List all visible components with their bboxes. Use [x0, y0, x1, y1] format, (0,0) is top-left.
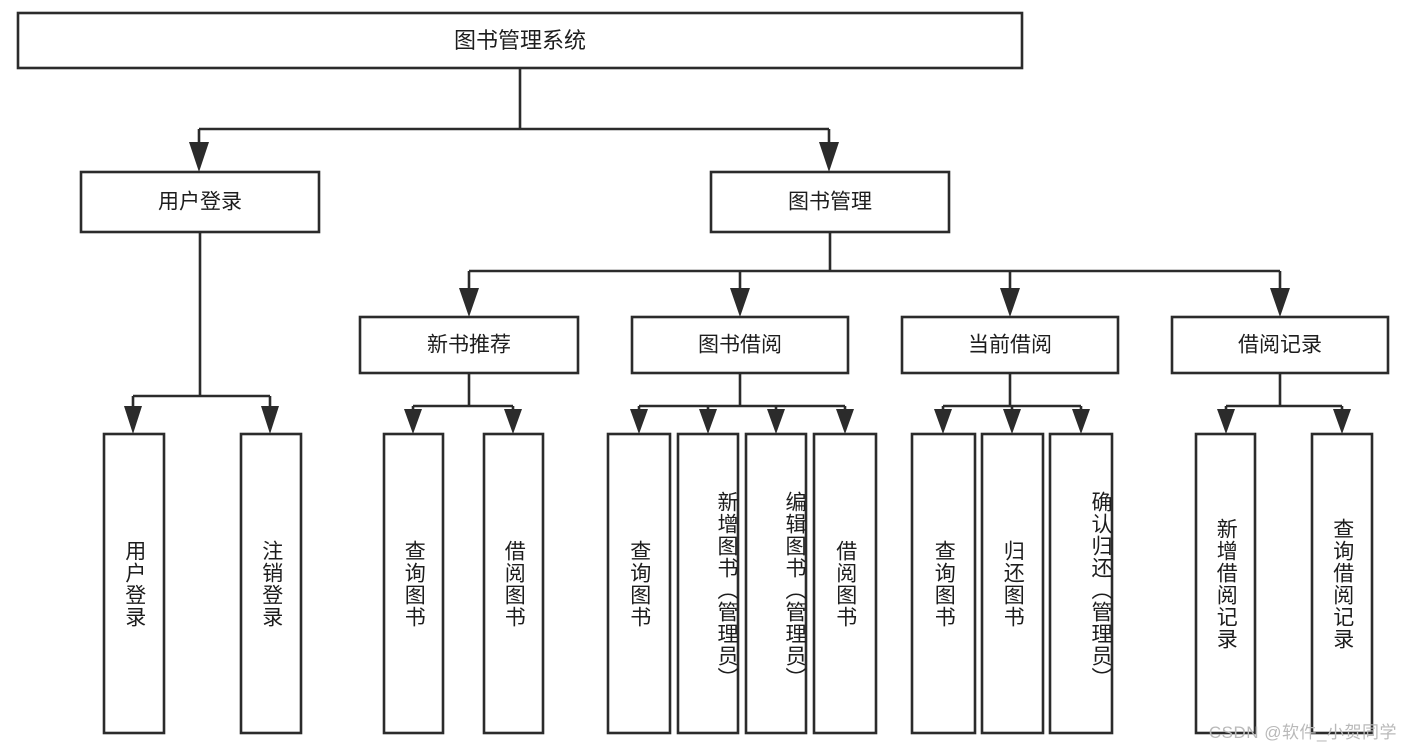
connector-new-book-to-leaves	[404, 373, 522, 434]
node-root[interactable]: 图书管理系统	[16, 11, 1024, 70]
leaf-box-nb-query-book[interactable]	[382, 432, 445, 735]
leaf-box-bb-query-book[interactable]	[606, 432, 672, 735]
arrow-head-icon	[1270, 288, 1290, 317]
arrow-head-icon	[819, 142, 839, 172]
arrow-head-icon	[1217, 409, 1235, 434]
arrow-head-icon	[459, 288, 479, 317]
leaf-box-cb-confirm-return[interactable]	[1048, 432, 1114, 735]
arrow-head-icon	[767, 409, 785, 434]
leaf-box-bb-add-book[interactable]	[676, 432, 740, 735]
node-root-box	[16, 11, 1024, 70]
arrow-head-icon	[1000, 288, 1020, 317]
node-new-book-recommend-box	[358, 315, 580, 375]
watermark-text: CSDN @软件_小贺同学	[1208, 723, 1397, 742]
node-borrow-record-label: 借阅记录	[1238, 334, 1322, 357]
arrow-head-icon	[404, 409, 422, 434]
arrow-head-icon	[934, 409, 952, 434]
leaf-box-br-query-record[interactable]	[1310, 432, 1374, 735]
leaf-box-bb-edit-book[interactable]	[744, 432, 808, 735]
node-current-borrow-label: 当前借阅	[968, 334, 1052, 357]
node-user-login[interactable]: 用户登录	[79, 170, 321, 234]
connector-book-management-to-level3	[459, 232, 1290, 317]
leaf-box-cb-return-book[interactable]	[980, 432, 1045, 735]
node-new-book-recommend[interactable]: 新书推荐	[358, 315, 580, 375]
leaf-box-br-add-record[interactable]	[1194, 432, 1257, 735]
arrow-head-icon	[1333, 409, 1351, 434]
arrow-head-icon	[504, 409, 522, 434]
node-user-login-label: 用户登录	[158, 191, 242, 214]
leaf-box-cb-query-book[interactable]	[910, 432, 977, 735]
arrow-head-icon	[699, 409, 717, 434]
node-borrow-record-box	[1170, 315, 1390, 375]
connector-root-to-level2	[189, 68, 839, 172]
node-book-management-box	[709, 170, 951, 234]
arrow-head-icon	[836, 409, 854, 434]
node-book-borrow[interactable]: 图书借阅	[630, 315, 850, 375]
node-borrow-record[interactable]: 借阅记录	[1170, 315, 1390, 375]
connector-borrow-record-to-leaves	[1217, 373, 1351, 434]
connector-current-borrow-to-leaves	[934, 373, 1090, 434]
arrow-head-icon	[189, 142, 209, 172]
leaf-box-bb-borrow-book[interactable]	[812, 432, 878, 735]
connector-user-login-to-leaves	[124, 232, 279, 434]
leaf-box-nb-borrow-book[interactable]	[482, 432, 545, 735]
leaf-box-logout[interactable]	[239, 432, 303, 735]
node-root-label: 图书管理系统	[454, 28, 586, 53]
connector-book-borrow-to-leaves	[630, 373, 854, 434]
leaf-box-user-login[interactable]	[102, 432, 166, 735]
node-current-borrow[interactable]: 当前借阅	[900, 315, 1120, 375]
node-book-management-label: 图书管理	[788, 191, 872, 214]
node-book-management[interactable]: 图书管理	[709, 170, 951, 234]
node-current-borrow-box	[900, 315, 1120, 375]
node-book-borrow-label: 图书借阅	[698, 334, 782, 357]
arrow-head-icon	[630, 409, 648, 434]
node-book-borrow-box	[630, 315, 850, 375]
node-new-book-recommend-label: 新书推荐	[427, 334, 511, 357]
arrow-head-icon	[1003, 409, 1021, 434]
arrow-head-icon	[730, 288, 750, 317]
arrow-head-icon	[1072, 409, 1090, 434]
arrow-head-icon	[261, 406, 279, 434]
arrow-head-icon	[124, 406, 142, 434]
